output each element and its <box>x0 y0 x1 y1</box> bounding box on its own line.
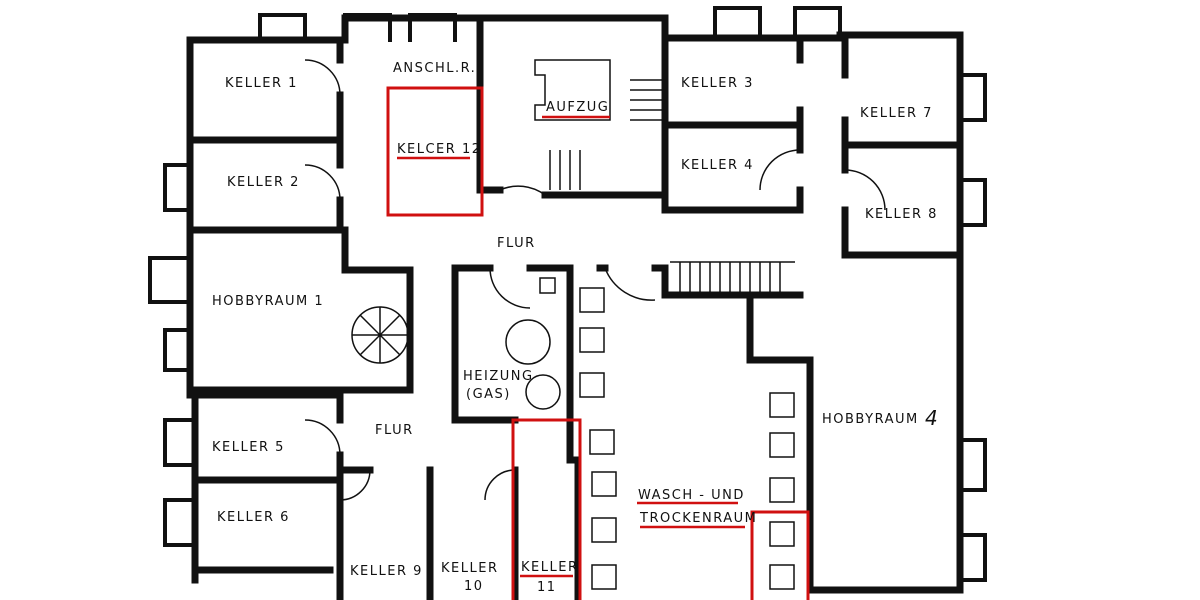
label-keller-3: KELLER 3 <box>681 76 754 91</box>
label-keller-11: KELLER <box>521 560 578 575</box>
label-flur-top: FLUR <box>497 236 536 251</box>
label-aufzug: AUFZUG <box>546 100 609 115</box>
label-keller-6: KELLER 6 <box>217 510 290 525</box>
label-keller-11-num: 11 <box>537 580 557 595</box>
label-heizung: HEIZUNG <box>463 369 534 384</box>
label-wasch: WASCH - UND <box>638 488 745 503</box>
label-keller-2: KELLER 2 <box>227 175 300 190</box>
label-keller-12: KELCER 12 <box>397 142 481 157</box>
label-hobbyraum-4: HOBBYRAUM <box>822 412 919 427</box>
label-keller-9: KELLER 9 <box>350 564 423 579</box>
label-keller-1: KELLER 1 <box>225 76 298 91</box>
doors-and-stairs <box>304 59 886 501</box>
label-keller-10-num: 10 <box>464 579 484 594</box>
label-flur-left: FLUR <box>375 423 414 438</box>
window-wells <box>148 6 987 582</box>
label-keller-8: KELLER 8 <box>865 207 938 222</box>
wash-fixtures <box>579 287 795 590</box>
walls <box>186 14 964 600</box>
label-hobbyraum-1: HOBBYRAUM 1 <box>212 294 324 309</box>
label-heizung-gas: (GAS) <box>466 387 511 402</box>
label-keller-10: KELLER <box>441 561 498 576</box>
label-keller-7: KELLER 7 <box>860 106 933 121</box>
label-keller-4: KELLER 4 <box>681 158 754 173</box>
label-anschl-r: ANSCHL.R. <box>393 61 476 76</box>
room-labels: KELLER 1 KELLER 2 HOBBYRAUM 1 KELLER 5 K… <box>212 61 939 595</box>
label-keller-5: KELLER 5 <box>212 440 285 455</box>
highlights <box>386 86 810 600</box>
label-trockenraum: TROCKENRAUM <box>639 511 757 526</box>
label-hobbyraum-4-num: 4 <box>925 406 939 430</box>
